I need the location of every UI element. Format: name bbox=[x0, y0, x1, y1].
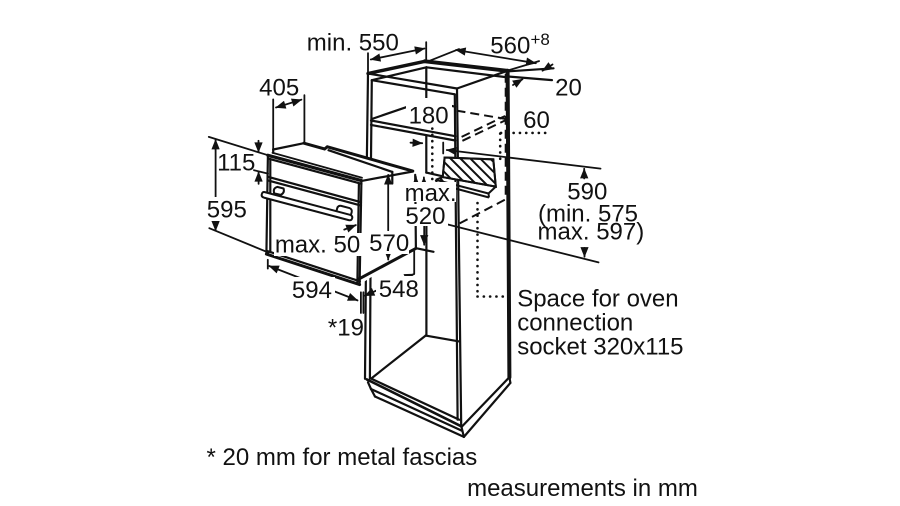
dim-oven-top-depth-label: 405 bbox=[259, 75, 299, 102]
dim-niche-height-max: max. 597) bbox=[538, 219, 645, 246]
oven-edge-6 bbox=[358, 179, 363, 286]
socket-label-line3: socket 320x115 bbox=[517, 334, 683, 361]
dimension-line-22 bbox=[343, 224, 357, 233]
cabinet-edge-20 bbox=[369, 123, 457, 142]
label-background-5 bbox=[369, 231, 409, 254]
cabinet-edge-32 bbox=[369, 387, 377, 398]
dimension-line-13 bbox=[275, 98, 303, 109]
annotation-labels: Space for oven connection socket 320x115… bbox=[207, 286, 698, 503]
dim-oven-height-label: 595 bbox=[207, 197, 247, 224]
cabinet-hidden-edge-3 bbox=[461, 119, 507, 142]
socket-dotted-lines bbox=[430, 127, 549, 298]
dim-niche-height-label: 590 bbox=[567, 179, 607, 206]
dimension-line-4 bbox=[427, 48, 460, 63]
cabinet-edge-30 bbox=[366, 381, 373, 391]
cabinet-edge-4 bbox=[455, 69, 509, 90]
unit-note: measurements in mm bbox=[467, 475, 698, 502]
handle-left-mount bbox=[272, 185, 285, 196]
dim-max520-line2: 520 bbox=[405, 203, 445, 230]
cabinet-edge-9 bbox=[365, 72, 370, 158]
label-background-8 bbox=[376, 276, 422, 301]
dimension-line-28 bbox=[445, 147, 602, 170]
dimension-line-16 bbox=[208, 227, 270, 254]
dim-niche-depth-label: min. 550 bbox=[307, 30, 399, 57]
cabinet-edge-37 bbox=[508, 376, 512, 384]
dim-max520-line1: max. bbox=[405, 180, 457, 207]
cabinet-edge-13 bbox=[455, 87, 463, 428]
dim-niche-width-tolerance: +8 bbox=[531, 30, 550, 49]
cabinet-edge-19 bbox=[369, 119, 457, 138]
cabinet-edge-35 bbox=[460, 376, 511, 429]
cabinet-edge-28 bbox=[370, 377, 461, 421]
oven-edge-17 bbox=[271, 151, 363, 179]
dimension-line-8 bbox=[508, 75, 554, 82]
dimension-labels: min. 550 560 +8 20 405 180 60 115 595 ma… bbox=[207, 30, 644, 342]
cabinet-edge-24 bbox=[414, 247, 435, 253]
cabinet-edge-15 bbox=[505, 68, 512, 380]
dim-niche-height-min: (min. 575 bbox=[538, 200, 638, 227]
label-background-1 bbox=[406, 98, 452, 124]
cabinet-edge-26 bbox=[370, 334, 427, 380]
oven-handle bbox=[260, 185, 354, 222]
dimension-line-3 bbox=[369, 46, 426, 62]
dim-control-panel-label: 115 bbox=[217, 150, 255, 177]
cabinet-edge-33 bbox=[373, 395, 465, 438]
oven-edge-15 bbox=[272, 142, 305, 151]
oven-edge-13 bbox=[266, 179, 363, 207]
socket-label-line1: Space for oven bbox=[517, 286, 678, 313]
cabinet-hidden-edges bbox=[456, 73, 507, 225]
dim-oven-width-label: 594 bbox=[292, 277, 332, 304]
cabinet-edge-8 bbox=[425, 66, 506, 79]
oven-edge-12 bbox=[266, 175, 363, 204]
dim-fascia-gap-label: *19 bbox=[328, 315, 364, 342]
label-background-7 bbox=[289, 277, 335, 302]
cabinet-edge-3 bbox=[423, 59, 510, 73]
dim-body-height-label: 570 bbox=[369, 230, 409, 257]
cabinet-edge-10 bbox=[363, 273, 367, 380]
cabinet-edge-5 bbox=[366, 72, 459, 90]
cabinet-hidden-edge-1 bbox=[456, 109, 506, 120]
oven-edge-5 bbox=[267, 157, 363, 185]
socket-label-line2: connection bbox=[517, 310, 633, 337]
dimension-line-6 bbox=[455, 47, 537, 66]
oven-edge-16 bbox=[302, 141, 415, 173]
dimension-line-9 bbox=[541, 62, 554, 72]
cabinet-hidden-edge-5 bbox=[459, 198, 506, 225]
label-background-6 bbox=[274, 233, 362, 256]
dimension-line-32 bbox=[434, 220, 600, 264]
label-backgrounds bbox=[204, 98, 456, 302]
cabinet-edge-27 bbox=[424, 334, 461, 343]
dim-niche-width-label: 560 bbox=[490, 33, 530, 60]
dimension-line-26 bbox=[409, 138, 424, 147]
oven-edge-2 bbox=[267, 143, 413, 181]
handle-rod bbox=[260, 191, 354, 222]
label-background-2 bbox=[204, 197, 250, 221]
cabinet-edge-12 bbox=[368, 271, 372, 380]
dim-top-compartment-label: 180 bbox=[409, 103, 449, 130]
dimension-line-10 bbox=[512, 78, 524, 88]
cabinet-edge-31 bbox=[369, 387, 464, 432]
dim-handle-protrusion-label: max. 50 bbox=[275, 232, 360, 259]
cabinet-edge-29 bbox=[365, 378, 463, 428]
cabinet-edge-2 bbox=[366, 59, 427, 76]
oven-edge-4 bbox=[266, 153, 363, 183]
cabinet-edge-7 bbox=[370, 66, 428, 82]
socket-space-hatch-part-8 bbox=[487, 193, 490, 198]
dimension-lines bbox=[207, 41, 602, 314]
label-background-3 bbox=[404, 182, 456, 202]
label-background-4 bbox=[404, 204, 448, 226]
cabinet-edge-6 bbox=[370, 79, 456, 96]
cabinet-edge-36 bbox=[462, 381, 512, 438]
socket-space-hatch-part-7 bbox=[487, 185, 497, 195]
oven-edge-18 bbox=[327, 149, 394, 173]
oven-edge-8 bbox=[265, 154, 269, 256]
dim-socket-offset-label: 60 bbox=[523, 107, 550, 134]
cabinet-hidden-edge-2 bbox=[461, 115, 506, 138]
dim-body-depth-label: 548 bbox=[379, 276, 419, 303]
oven-edge-11 bbox=[356, 182, 360, 284]
fascia-note: * 20 mm for metal fascias bbox=[207, 444, 478, 471]
dim-rear-clearance-label: 20 bbox=[555, 75, 582, 102]
